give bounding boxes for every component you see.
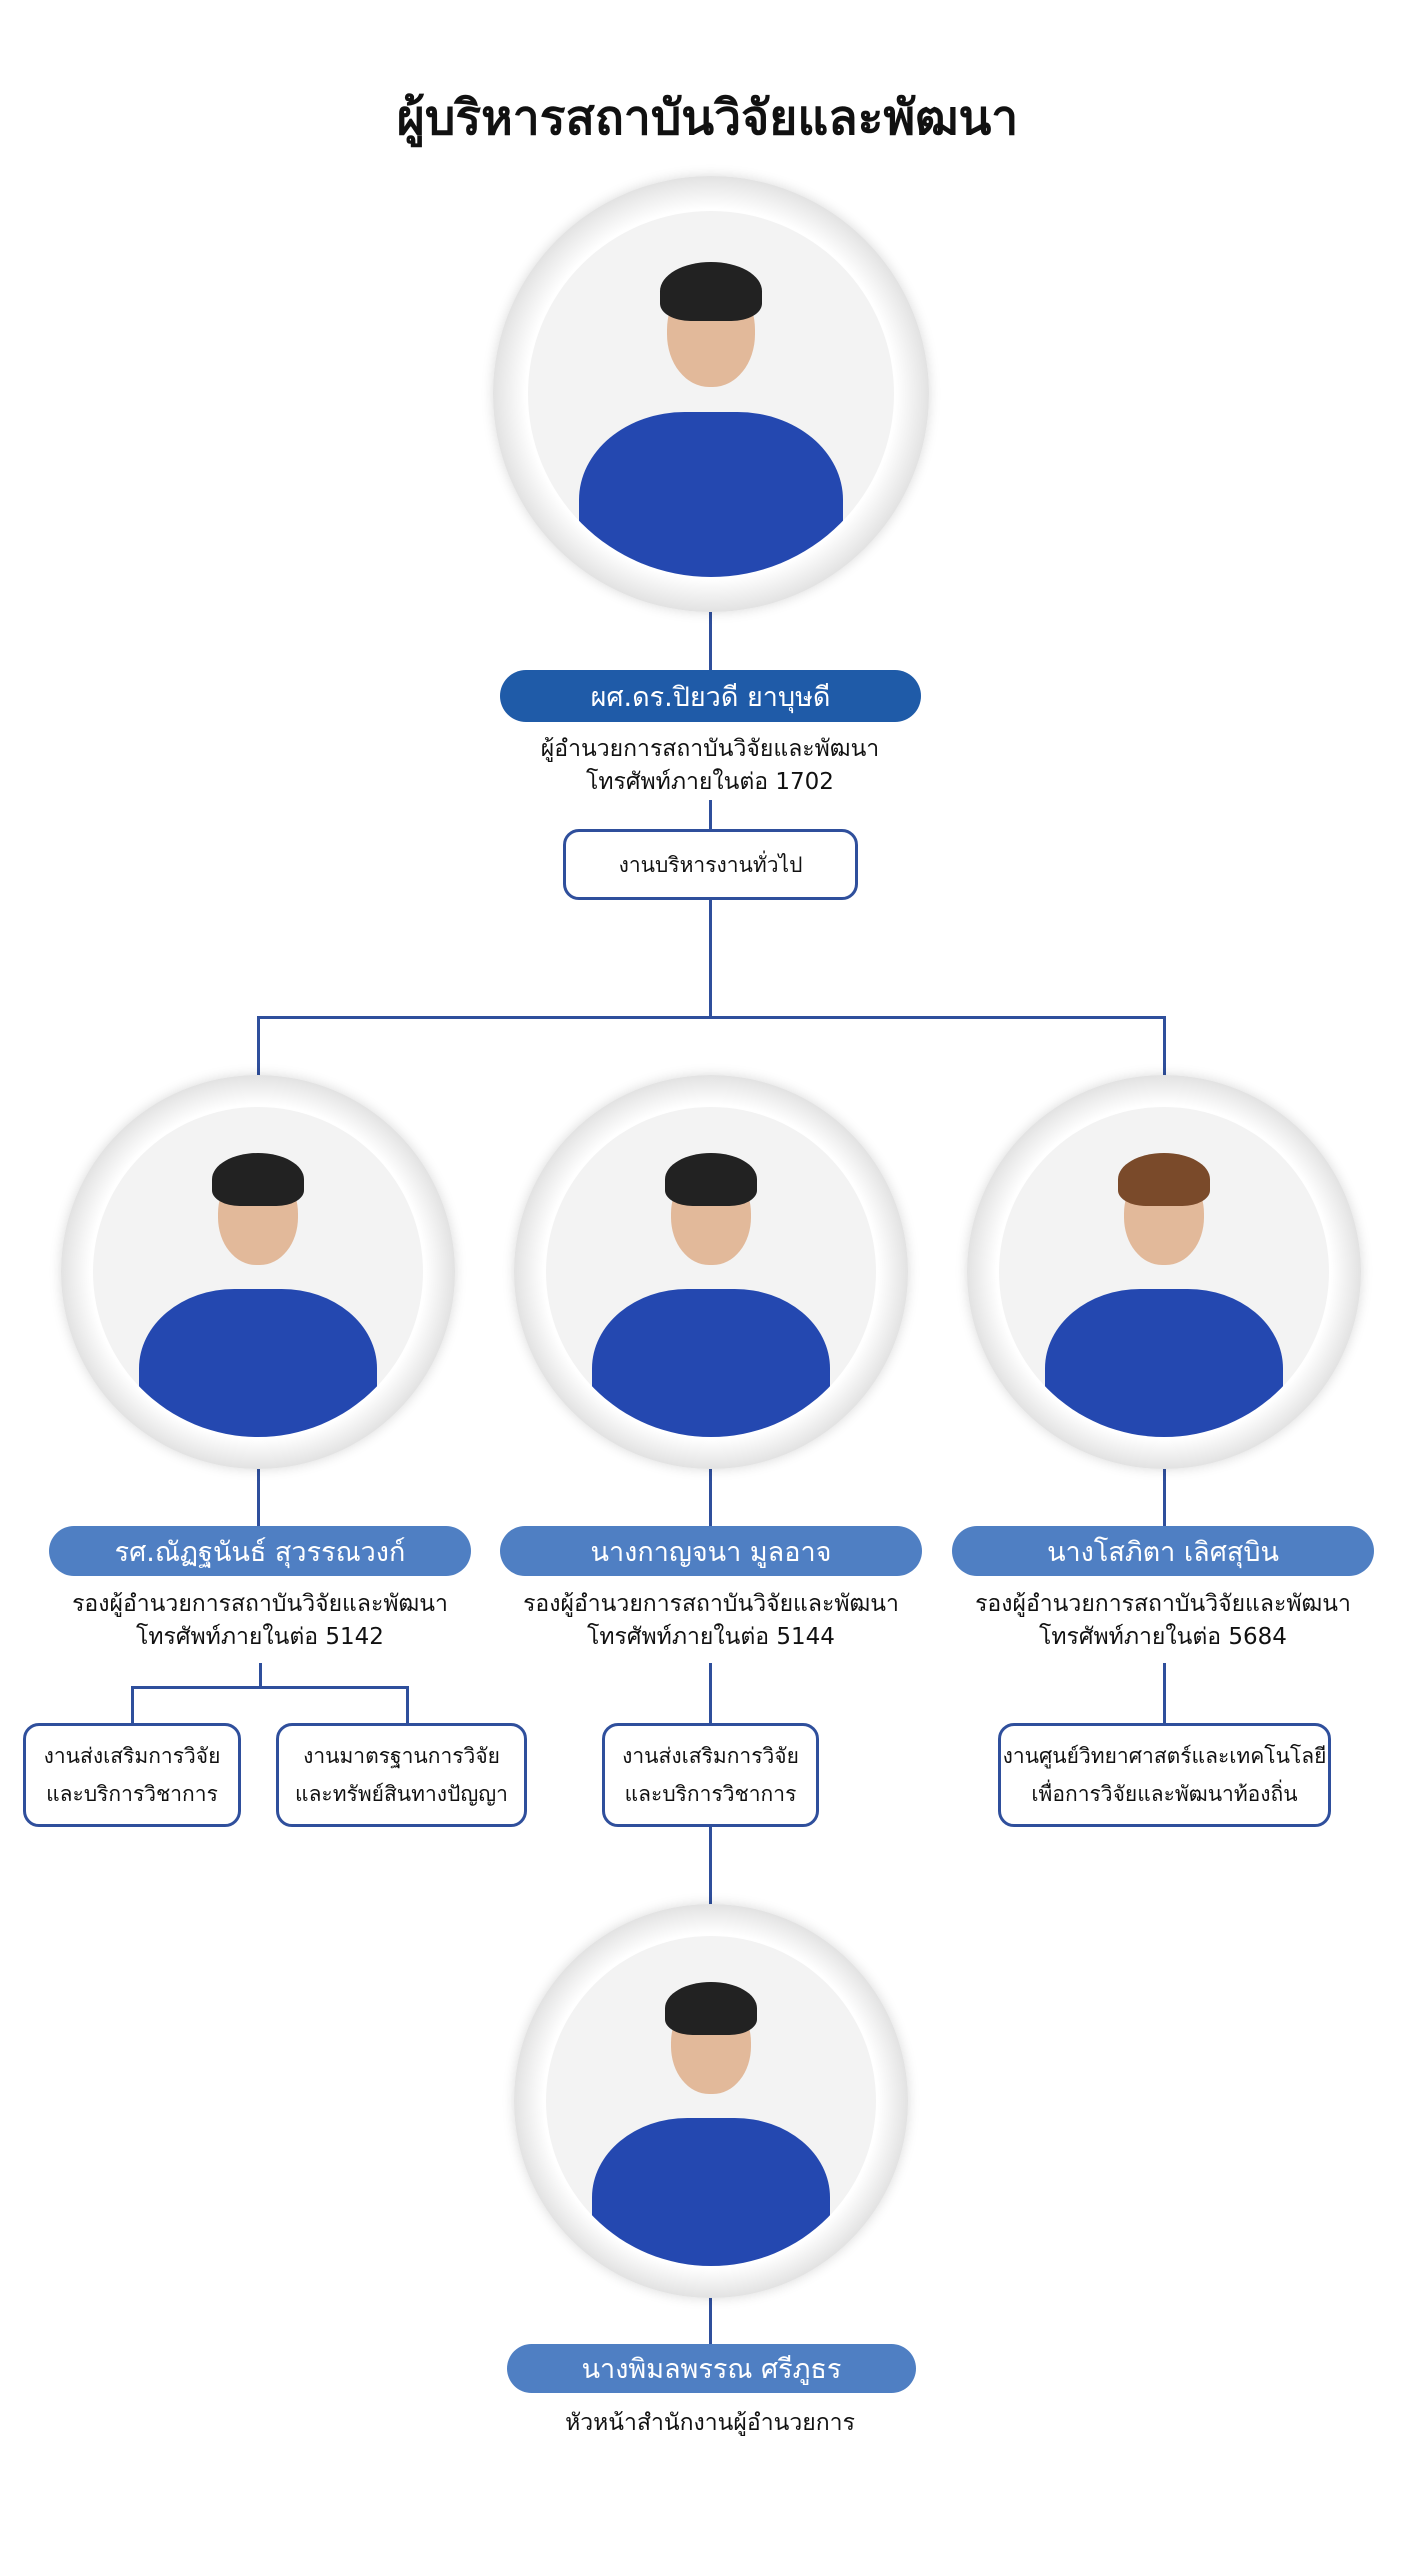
director-photo — [493, 176, 929, 612]
director-unit-box: งานบริหารงานทั่วไป — [563, 829, 858, 900]
connector — [709, 900, 712, 1018]
unit-box: งานมาตรฐานการวิจัย และทรัพย์สินทางปัญญา — [276, 1723, 527, 1827]
connector — [1163, 1016, 1166, 1076]
connector — [709, 1827, 712, 1907]
unit-box: งานส่งเสริมการวิจัย และบริการวิชาการ — [23, 1723, 241, 1827]
deputy-3-photo — [967, 1075, 1361, 1469]
connector — [257, 1016, 260, 1076]
office-head-name: นางพิมลพรรณ ศรีภูธร — [507, 2344, 916, 2393]
deputy-1-photo — [61, 1075, 455, 1469]
deputy-3-position: รองผู้อำนวยการสถาบันวิจัยและพัฒนา โทรศัพ… — [975, 1591, 1351, 1650]
connector — [709, 612, 712, 670]
unit-box: งานส่งเสริมการวิจัย และบริการวิชาการ — [602, 1723, 819, 1827]
deputy-2-position: รองผู้อำนวยการสถาบันวิจัยและพัฒนา โทรศัพ… — [523, 1591, 899, 1650]
connector — [259, 1663, 262, 1688]
connector — [131, 1686, 134, 1724]
deputy-3-name: นางโสภิตา เลิศสุบิน — [952, 1526, 1374, 1576]
connector — [709, 2296, 712, 2344]
deputy-2-name: นางกาญจนา มูลอาจ — [500, 1526, 922, 1576]
director-name: ผศ.ดร.ปิยวดี ยาบุษดี — [500, 670, 921, 722]
director-position: ผู้อำนวยการสถาบันวิจัยและพัฒนา โทรศัพท์ภ… — [540, 736, 880, 795]
connector — [709, 1663, 712, 1724]
connector — [257, 1469, 260, 1526]
connector — [709, 1469, 712, 1526]
office-head-position: หัวหน้าสำนักงานผู้อำนวยการ — [565, 2410, 855, 2436]
deputy-1-position: รองผู้อำนวยการสถาบันวิจัยและพัฒนา โทรศัพ… — [72, 1591, 448, 1650]
deputy-2-photo — [514, 1075, 908, 1469]
connector — [709, 800, 712, 829]
connector — [131, 1686, 409, 1689]
connector — [257, 1016, 1166, 1019]
office-head-photo — [514, 1904, 908, 2298]
connector — [1163, 1469, 1166, 1526]
connector — [1163, 1663, 1166, 1724]
deputy-1-name: รศ.ณัฏฐนันธ์ สุวรรณวงก์ — [49, 1526, 471, 1576]
connector — [406, 1686, 409, 1724]
unit-box: งานศูนย์วิทยาศาสตร์และเทคโนโลยี เพื่อการ… — [998, 1723, 1331, 1827]
page-title: ผู้บริหารสถาบันวิจัยและพัฒนา — [396, 90, 1019, 146]
